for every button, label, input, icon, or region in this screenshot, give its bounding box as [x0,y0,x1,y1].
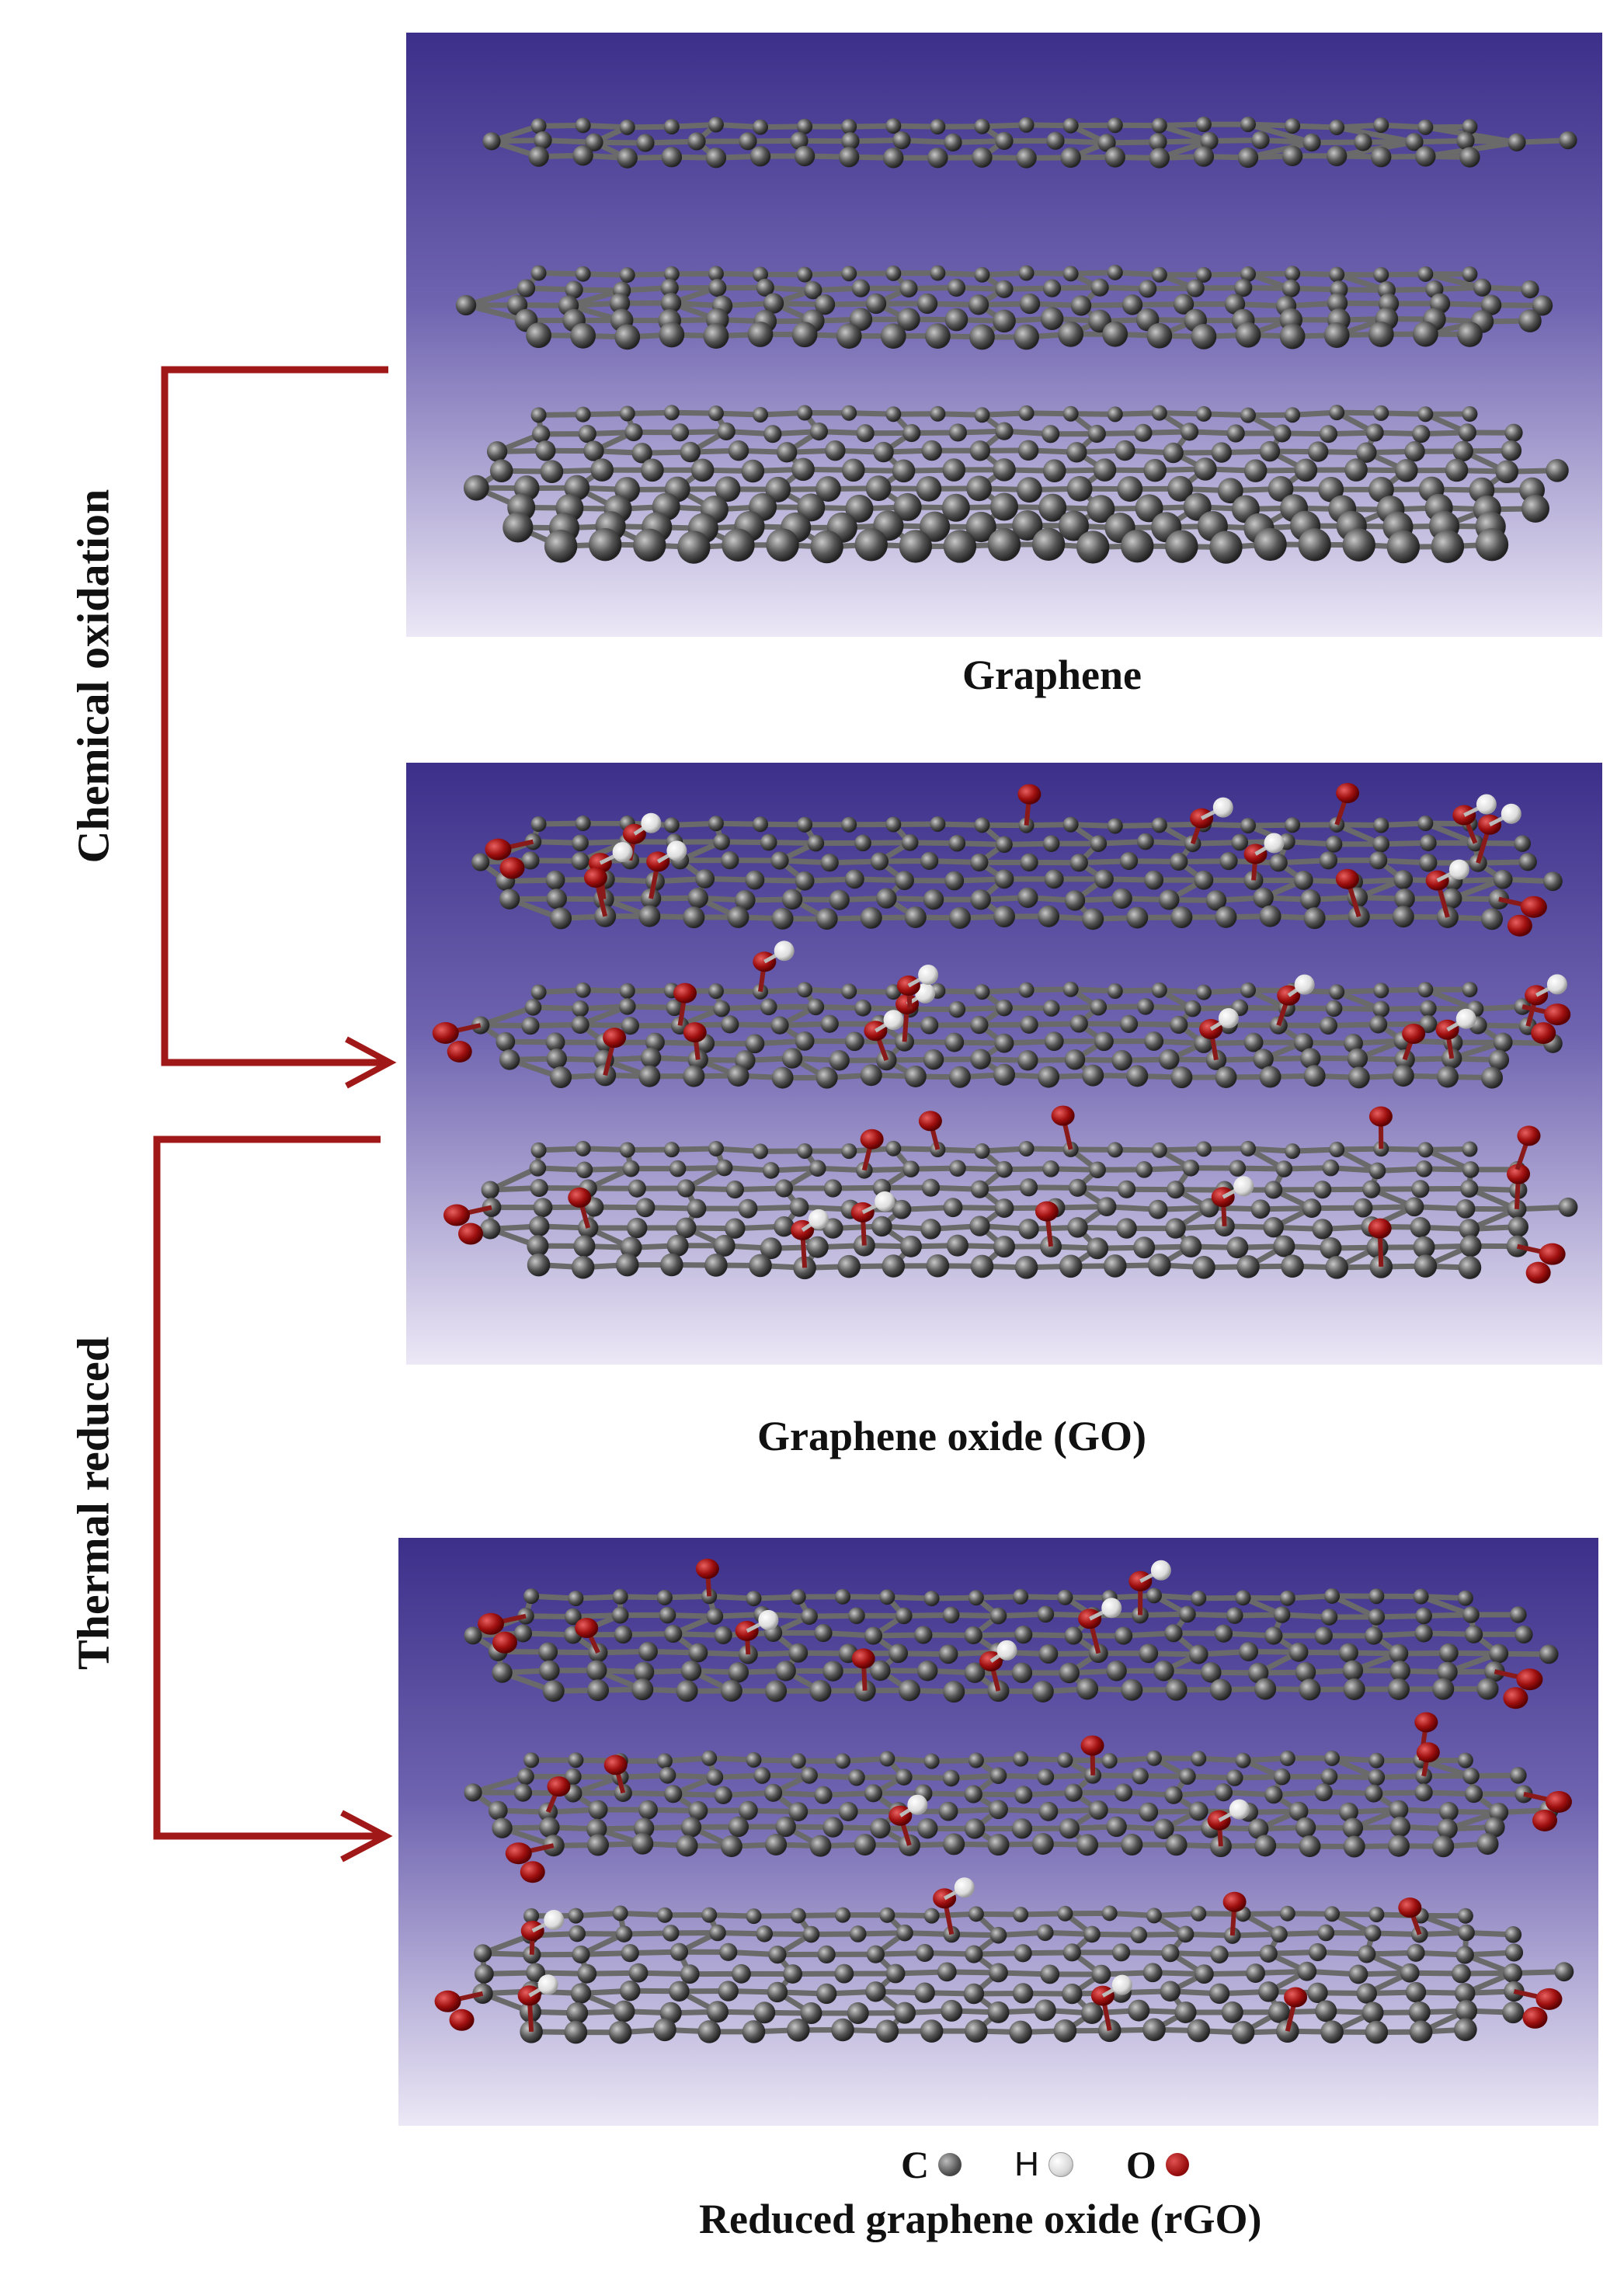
graphene-sheet [443,1105,1578,1284]
graphene-sheet [432,941,1571,1089]
legend-item-hydrogen: H [1014,2145,1073,2184]
graphene-sheet [434,1877,1574,2044]
reduced-graphene-oxide-caption: Reduced graphene oxide (rGO) [699,2196,1262,2242]
graphene-oxide-panel [406,763,1602,1365]
graphene-caption: Graphene [962,652,1142,698]
reduced-graphene-oxide-panel [398,1538,1598,2126]
thermal-reduced-label: Thermal reduced [68,1336,119,1671]
graphene-sheet [463,405,1569,564]
graphene-sheet [464,1558,1559,1709]
reduction-arrow [153,1136,393,1862]
chemical-oxidation-label: Chemical oxidation [68,489,119,864]
atom-legend: C H O [901,2137,1228,2192]
graphene-sheet [482,117,1577,169]
carbon-atom-icon [938,2153,962,2176]
graphene-sheet [471,783,1563,937]
legend-symbol: H [1014,2145,1039,2183]
legend-item-oxygen: O [1126,2142,1189,2187]
graphene-sheet [464,1712,1572,1883]
oxidation-arrow [161,366,397,1089]
graphene-panel [406,33,1602,637]
oxygen-atom-icon [1165,2153,1189,2176]
legend-symbol: O [1125,2143,1156,2186]
hydrogen-atom-icon [1048,2152,1073,2177]
graphene-sheet [455,264,1553,350]
legend-symbol: C [901,2143,930,2186]
graphene-oxide-caption: Graphene oxide (GO) [757,1413,1146,1459]
legend-item-carbon: C [901,2142,962,2187]
